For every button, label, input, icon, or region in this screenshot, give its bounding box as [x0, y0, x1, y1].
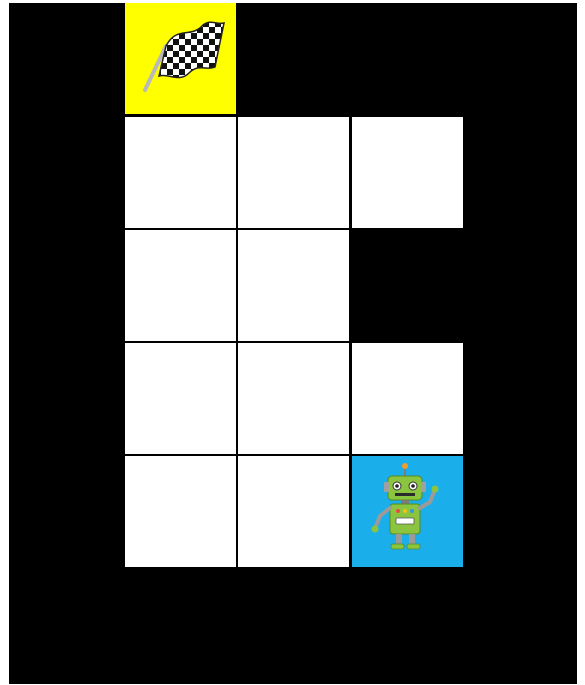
goal-cell[interactable]	[125, 3, 236, 114]
path-cell[interactable]	[125, 343, 236, 454]
path-cell[interactable]	[238, 456, 349, 567]
maze-board	[9, 3, 577, 684]
path-cell[interactable]	[238, 117, 349, 228]
checkered-flag-icon	[125, 3, 236, 114]
robot-icon	[352, 456, 463, 567]
path-cell[interactable]	[238, 343, 349, 454]
path-cell[interactable]	[352, 343, 463, 454]
path-cell[interactable]	[238, 230, 349, 341]
path-cell[interactable]	[125, 456, 236, 567]
path-cell[interactable]	[352, 117, 463, 228]
path-cell[interactable]	[125, 117, 236, 228]
path-cell[interactable]	[125, 230, 236, 341]
start-cell[interactable]	[352, 456, 463, 567]
